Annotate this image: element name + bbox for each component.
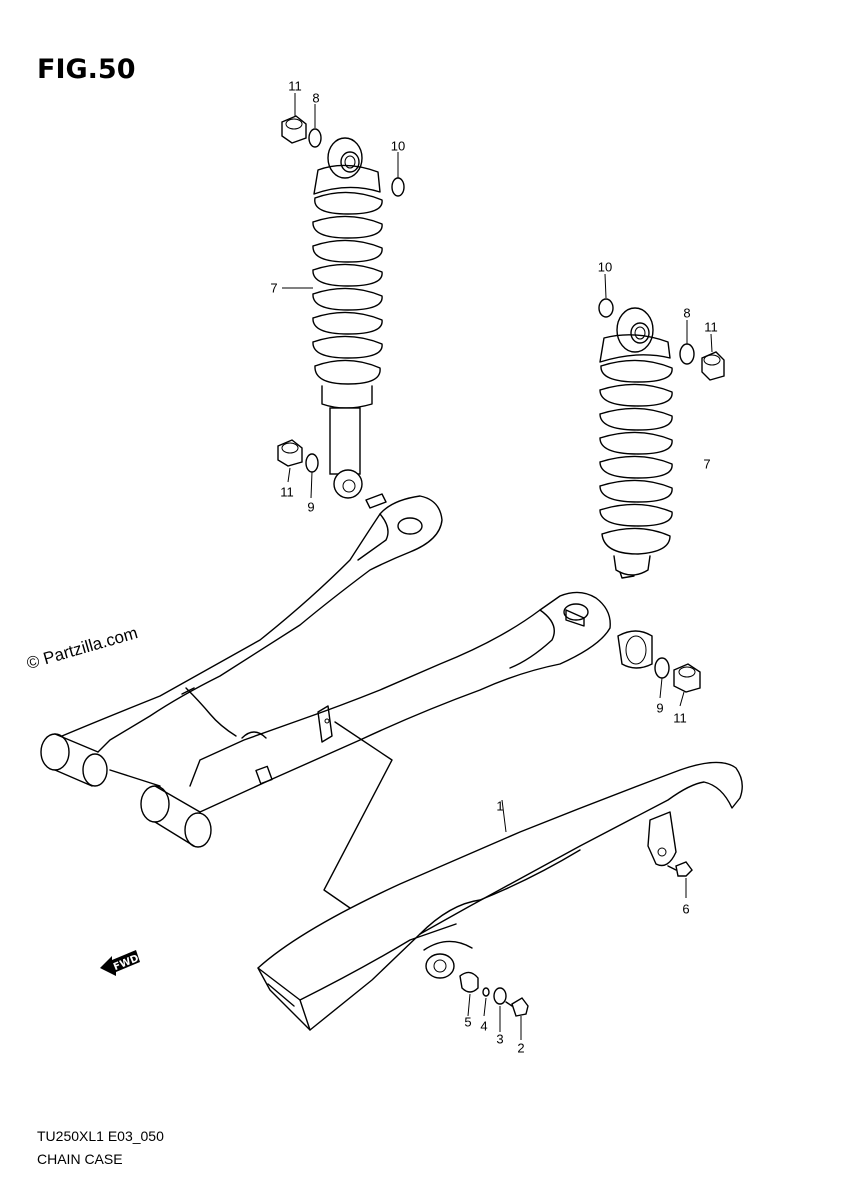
callout-7-right: 7 [703, 456, 711, 472]
model-code: TU250XL1 E03_050 [37, 1128, 164, 1144]
bolt-6[interactable] [667, 861, 693, 877]
callout-11-top-left: 11 [288, 78, 302, 94]
shock-absorber-left[interactable] [312, 137, 383, 499]
callout-8-top-right: 8 [683, 305, 691, 321]
washer-top-left-10[interactable] [391, 177, 405, 197]
callout-4: 4 [480, 1018, 488, 1034]
callout-11-bottom-left: 11 [280, 484, 294, 500]
callout-7-left: 7 [270, 280, 278, 296]
bushing-bottom-right[interactable] [617, 630, 653, 669]
callout-11-bottom-right: 11 [673, 710, 687, 726]
washer-bottom-left-9[interactable] [305, 453, 319, 473]
callout-6: 6 [682, 901, 690, 917]
swing-arm[interactable] [40, 493, 611, 909]
washer-top-right-8[interactable] [679, 343, 695, 365]
callout-3: 3 [496, 1031, 504, 1047]
spacer-5[interactable] [459, 971, 479, 993]
chain-case[interactable] [257, 761, 743, 1031]
callout-9-bottom-left: 9 [307, 499, 315, 515]
callout-11-top-right: 11 [704, 319, 718, 335]
bolt-2[interactable] [505, 997, 529, 1017]
callout-9-bottom-right: 9 [656, 700, 664, 716]
callout-2: 2 [517, 1040, 525, 1056]
nut-bottom-right[interactable] [673, 663, 701, 693]
figure-title: FIG.50 [37, 54, 136, 85]
washer-3[interactable] [493, 987, 507, 1005]
callout-5: 5 [464, 1014, 472, 1030]
washer-4[interactable] [482, 987, 490, 997]
nut-top-left[interactable] [281, 115, 307, 144]
washer-bottom-right-9[interactable] [654, 657, 670, 679]
shock-absorber-right[interactable] [599, 307, 673, 579]
callout-8-top-left: 8 [312, 90, 320, 106]
nut-bottom-left[interactable] [277, 439, 303, 467]
callout-1-chain-case: 1 [496, 798, 504, 814]
forward-direction-arrow: FWD [100, 950, 140, 976]
callout-10-top-left: 10 [390, 138, 406, 154]
washer-top-right-10[interactable] [598, 298, 614, 318]
nut-top-right[interactable] [701, 351, 725, 381]
washer-top-left-8[interactable] [308, 128, 322, 148]
leader-lines [282, 93, 713, 1040]
figure-caption: CHAIN CASE [37, 1151, 123, 1167]
callout-10-top-right: 10 [597, 259, 613, 275]
